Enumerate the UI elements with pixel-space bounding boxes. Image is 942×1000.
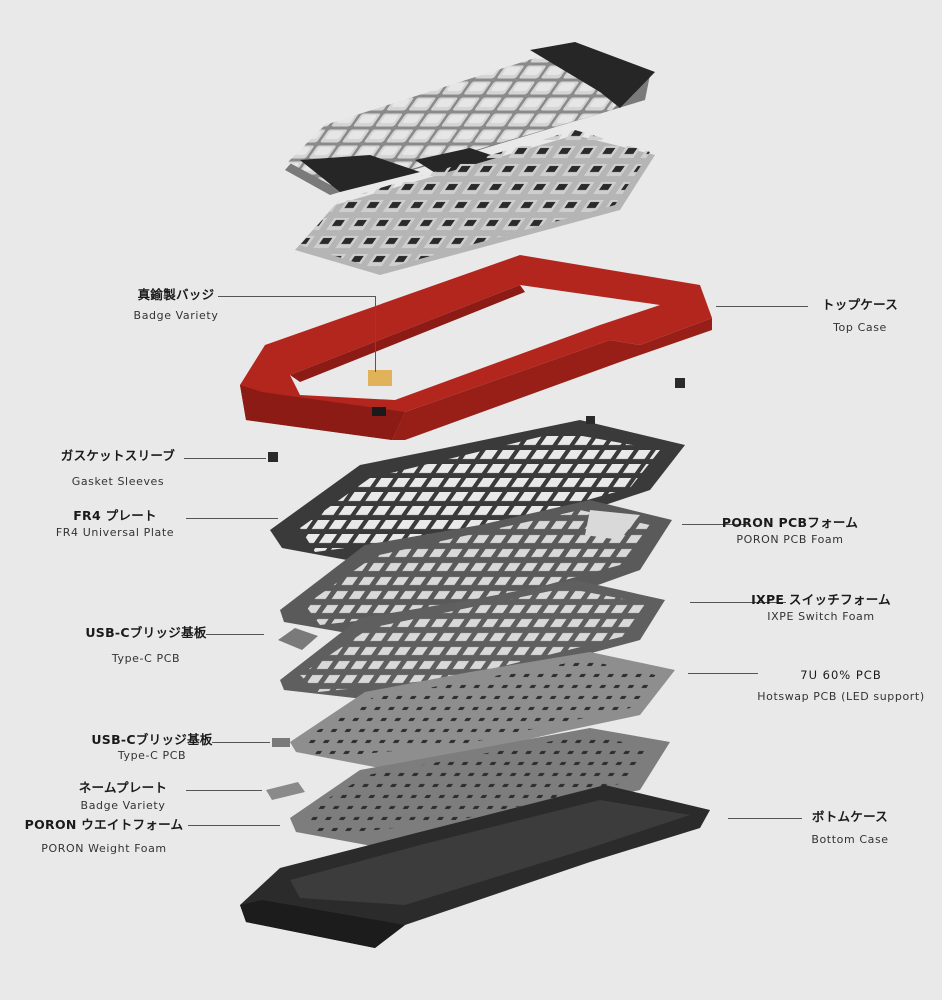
label-en: PORON Weight Foam (41, 841, 167, 855)
usb-c-bridge-board-icon (272, 738, 290, 747)
label-jp: ネームプレート (78, 780, 168, 795)
label-jp: USB-Cブリッジ基板 (91, 732, 213, 747)
label-en: IXPE Switch Foam (767, 609, 875, 623)
label-gasket: ガスケットスリーブ Gasket Sleeves (48, 448, 188, 488)
label-usbc-2: USB-Cブリッジ基板 Type-C PCB (84, 732, 220, 762)
ixpe-switch-foam (280, 580, 665, 700)
label-en: Top Case (833, 320, 887, 334)
label-en: Gasket Sleeves (71, 474, 165, 488)
label-nameplate: ネームプレート Badge Variety (62, 780, 184, 812)
label-pcb: 7U 60% PCB Hotswap PCB (LED support) (748, 668, 934, 704)
switches-layer (295, 130, 655, 275)
label-en: Type-C PCB (117, 748, 187, 762)
keycaps-layer (285, 42, 655, 195)
label-jp: ボトムケース (811, 809, 889, 824)
label-jp: 真鍮製バッジ (137, 287, 215, 302)
label-badge-top: 真鍮製バッジ Badge Variety (118, 287, 234, 322)
brass-badge-icon (368, 370, 392, 386)
hotswap-pcb (290, 652, 675, 768)
label-jp: IXPE スイッチフォーム (751, 592, 891, 607)
label-jp: PORON PCBフォーム (721, 515, 859, 530)
label-jp: PORON ウエイトフォーム (24, 817, 184, 832)
bottom-case (240, 785, 710, 948)
label-fr4: FR4 プレート FR4 Universal Plate (44, 508, 186, 539)
label-jp: 7U 60% PCB (800, 668, 882, 682)
label-poron-pcb: PORON PCBフォーム PORON PCB Foam (712, 515, 868, 546)
label-en: Bottom Case (811, 832, 889, 846)
usb-c-bridge-board-icon (278, 628, 318, 650)
label-en: Badge Variety (133, 308, 219, 322)
label-en: PORON PCB Foam (736, 532, 844, 546)
label-jp: トップケース (821, 297, 899, 312)
label-bottom-case: ボトムケース Bottom Case (798, 809, 902, 846)
poron-weight-foam (290, 728, 670, 846)
label-top-case: トップケース Top Case (805, 297, 915, 334)
label-jp: FR4 プレート (73, 508, 157, 523)
label-en: Badge Variety (80, 798, 166, 812)
label-poron-weight: PORON ウエイトフォーム PORON Weight Foam (24, 817, 184, 855)
label-en: FR4 Universal Plate (55, 525, 175, 539)
gasket-sleeve-icon (675, 378, 685, 388)
label-jp: ガスケットスリーブ (60, 448, 176, 463)
label-en: Hotswap PCB (LED support) (757, 690, 925, 704)
label-usbc-1: USB-Cブリッジ基板 Type-C PCB (78, 625, 214, 665)
poron-pcb-foam (280, 500, 672, 638)
label-ixpe: IXPE スイッチフォーム IXPE Switch Foam (745, 592, 897, 623)
nameplate-icon (266, 782, 305, 800)
gasket-sleeve-icon (268, 452, 278, 462)
label-en: Type-C PCB (111, 651, 181, 665)
top-case (240, 255, 712, 440)
label-jp: USB-Cブリッジ基板 (85, 625, 207, 640)
fr4-plate (270, 416, 685, 568)
